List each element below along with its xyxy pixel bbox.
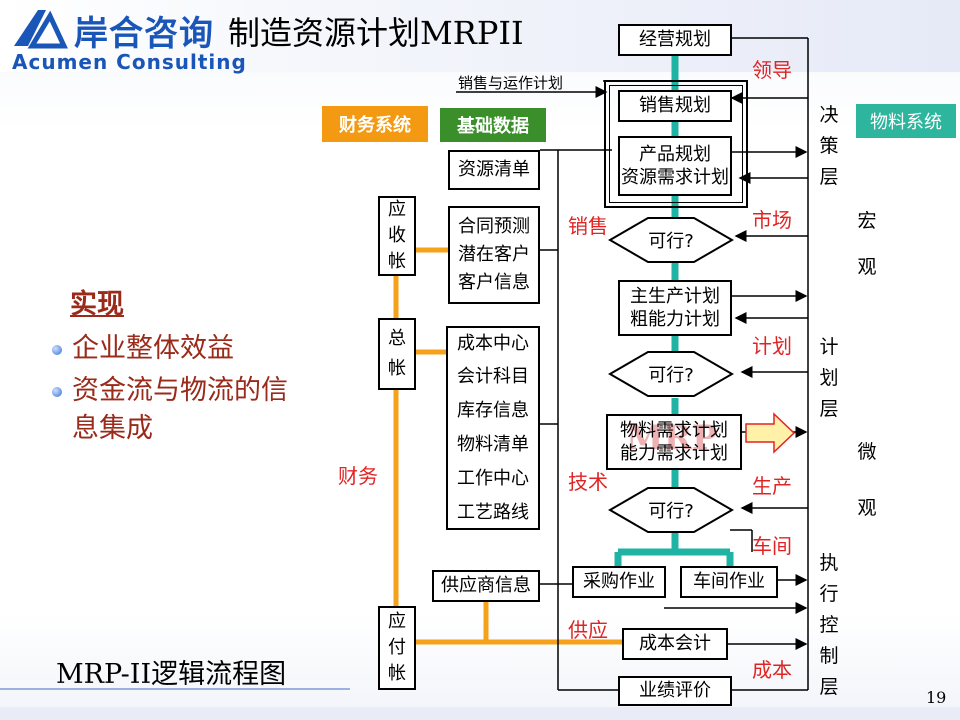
performance-box[interactable]: 业绩评价 [618, 676, 732, 706]
plan-label: 计划 [752, 334, 792, 358]
sales-plan-frame [604, 80, 748, 208]
inventory-info-label: 库存信息 [457, 400, 529, 422]
product-plan-label: 产品规划 [639, 143, 711, 165]
material-system-tag: 物料系统 [856, 104, 956, 138]
section-title: 实现 [70, 289, 124, 320]
sales-label: 销售 [568, 214, 608, 238]
contract-forecast-label: 合同预测 [458, 216, 530, 238]
routing-label: 工艺路线 [457, 501, 529, 523]
receivable-box[interactable]: 应收帐 [378, 196, 416, 276]
resource-list-box[interactable]: 资源清单 [448, 150, 540, 190]
work-center-label: 工作中心 [457, 467, 529, 489]
bullet-2-text: 资金流与物流的信息集成 [72, 375, 288, 444]
plan-level-label: 计划层 [819, 336, 839, 420]
right-arrow-icon [745, 412, 796, 454]
cost-accounting-box[interactable]: 成本会计 [622, 628, 728, 660]
product-plan-box[interactable]: 产品规划 资源需求计划 [618, 136, 732, 196]
feasible-3-label: 可行? [648, 501, 694, 522]
payable-box[interactable]: 应付帐 [378, 606, 416, 690]
header-band [0, 0, 960, 72]
footer-divider [0, 688, 350, 690]
receivable-label: 应收帐 [388, 199, 406, 272]
feasible-3-diamond[interactable]: 可行? [608, 486, 734, 534]
bullet-1-text: 企业整体效益 [72, 333, 234, 364]
page-title: 制造资源计划MRPII [228, 14, 524, 52]
cost-center-label: 成本中心 [457, 332, 529, 354]
business-plan-box[interactable]: 经营规划 [618, 24, 732, 56]
potential-customer-label: 潜在客户 [458, 244, 530, 266]
footer-bar [0, 707, 960, 720]
finance-system-tag: 财务系统 [322, 106, 428, 142]
diagram-title: MRP-II逻辑流程图 [56, 659, 287, 690]
page-number: 19 [926, 688, 947, 707]
customer-info-label: 客户信息 [458, 271, 530, 293]
resource-req-plan-label: 资源需求计划 [621, 167, 729, 188]
macro-label: 宏观 [857, 210, 877, 278]
bullet-item: 企业整体效益 [52, 330, 312, 368]
mrp-box[interactable]: 物料需求计划 能力需求计划 [606, 414, 742, 470]
accounting-subject-label: 会计科目 [457, 366, 529, 388]
logo-icon [14, 10, 68, 49]
sales-plan-box[interactable]: 销售规划 [618, 90, 732, 122]
market-label: 市场 [752, 208, 792, 232]
workshop-label: 车间 [752, 534, 792, 558]
execution-level-label: 执行控制层 [819, 552, 839, 698]
purchasing-box[interactable]: 采购作业 [572, 566, 666, 598]
technology-label: 技术 [568, 470, 608, 494]
feasible-1-label: 可行? [648, 231, 694, 252]
shop-floor-box[interactable]: 车间作业 [680, 566, 778, 598]
production-label: 生产 [752, 474, 792, 498]
logo-cn: 岸合咨询 [74, 14, 214, 54]
feasible-2-label: 可行? [648, 365, 694, 386]
mps-label: 主生产计划 [630, 285, 720, 307]
cost-label: 成本 [752, 658, 792, 682]
decision-level-label: 决策层 [819, 104, 839, 188]
finance-label: 财务 [338, 464, 378, 488]
rccp-label: 粗能力计划 [630, 309, 720, 330]
mps-box[interactable]: 主生产计划 粗能力计划 [618, 280, 732, 336]
logo-en: Acumen Consulting [12, 50, 247, 74]
payable-label: 应付帐 [388, 611, 406, 684]
supply-label: 供应 [568, 618, 608, 642]
feasible-2-diamond[interactable]: 可行? [608, 350, 734, 398]
general-ledger-box[interactable]: 总帐 [378, 318, 416, 390]
bullet-item: 资金流与物流的信息集成 [52, 372, 312, 448]
mrp-label: 物料需求计划 [620, 419, 728, 441]
general-ledger-label: 总帐 [388, 328, 406, 379]
bullet-list: 企业整体效益 资金流与物流的信息集成 [52, 330, 312, 452]
feasible-1-diamond[interactable]: 可行? [608, 216, 734, 264]
bom-label: 物料清单 [457, 434, 529, 455]
crp-label: 能力需求计划 [620, 443, 728, 464]
base-data-tag: 基础数据 [440, 108, 546, 142]
master-data-box[interactable]: 成本中心 会计科目 库存信息 物料清单 工作中心 工艺路线 [446, 326, 540, 530]
micro-label: 微观 [857, 441, 877, 519]
supplier-info-box[interactable]: 供应商信息 [432, 570, 540, 602]
leader-label: 领导 [752, 58, 792, 82]
sales-ops-plan-label: 销售与运作计划 [458, 74, 564, 92]
customer-box[interactable]: 合同预测 潜在客户 客户信息 [448, 206, 540, 304]
mrp-watermark: MRP [626, 418, 718, 458]
